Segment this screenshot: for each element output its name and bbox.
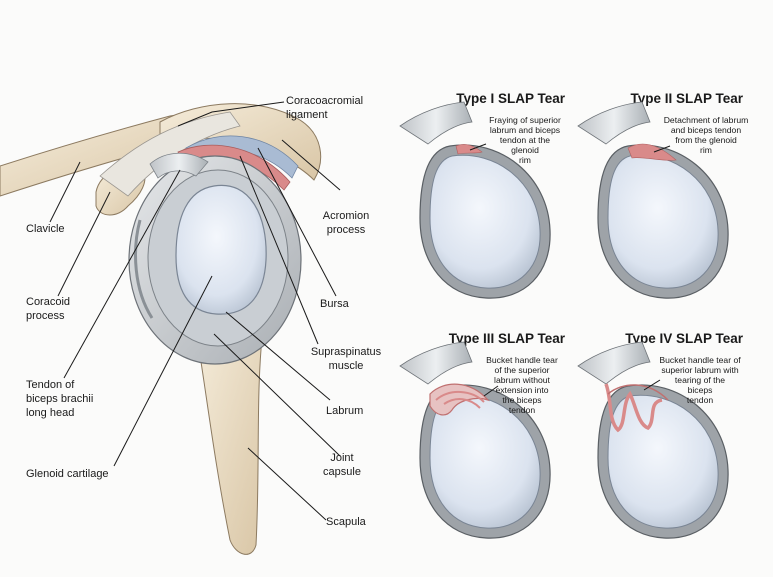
split-tendon-tear	[604, 383, 663, 433]
label-line: Tendon of	[26, 379, 75, 391]
label-scapula: Scapula	[326, 516, 367, 528]
label-line: tendon	[509, 405, 536, 415]
label-coracoid: Coracoid process	[26, 296, 70, 322]
glenoid-surface	[607, 394, 719, 529]
label-line: Coracoacromial	[286, 95, 363, 107]
leader-clavicle	[49, 161, 81, 223]
label-line: superior labrum with	[661, 365, 739, 375]
tear-lesion	[607, 384, 669, 401]
label-line: Acromion	[323, 210, 369, 222]
leader-glenoid	[113, 275, 213, 467]
tear-leader	[653, 145, 671, 153]
label-line: glenoid	[511, 145, 539, 155]
biceps-tendon	[577, 101, 651, 145]
label-glenoid: Glenoid cartilage	[26, 468, 109, 480]
label-line: process	[327, 224, 366, 236]
tear-leader	[469, 143, 487, 151]
tear-lesion	[455, 144, 483, 155]
label-line: Coracoid	[26, 296, 70, 308]
label-line: biceps	[688, 385, 713, 395]
leader-supraspinatus	[239, 155, 319, 345]
label-biceps: Tendon of biceps brachii long head	[26, 379, 93, 419]
label-line: extension into	[495, 385, 548, 395]
label-line: Fraying of superior	[489, 115, 561, 125]
leader-biceps	[63, 169, 181, 379]
glenoid-surface	[429, 394, 541, 529]
label-line: Clavicle	[26, 223, 65, 235]
biceps-tendon	[399, 101, 473, 145]
label-line: capsule	[323, 466, 361, 478]
label-line: and biceps tendon	[671, 125, 741, 135]
tear-title: Type I SLAP Tear	[456, 91, 566, 106]
label-line: ligament	[286, 109, 328, 121]
label-line: Joint	[330, 452, 353, 464]
label-line: Bucket handle tear of	[659, 355, 741, 365]
tear-leader	[643, 379, 661, 391]
label-line: Scapula	[326, 516, 367, 528]
label-line: process	[26, 310, 65, 322]
label-line: muscle	[329, 360, 364, 372]
biceps-tendon-shape	[149, 152, 209, 179]
label-line: Detachment of labrum	[664, 115, 749, 125]
leader-labrum	[225, 311, 331, 401]
label-line: labrum without	[494, 375, 550, 385]
capsule-fold	[134, 219, 154, 319]
label-line: tendon at the	[500, 135, 550, 145]
tear-lesion	[435, 391, 485, 409]
tear-leader	[483, 385, 499, 397]
leader-coracoid	[57, 191, 111, 297]
tear-lesion	[627, 143, 677, 161]
label-acromion: Acromion process	[323, 210, 369, 236]
label-line: long head	[26, 407, 74, 419]
label-line: Bursa	[320, 298, 350, 310]
leader-acromion	[281, 139, 341, 191]
label-line: Labrum	[326, 405, 363, 417]
leader-joint-capsule	[213, 333, 341, 457]
leader-scapula	[247, 447, 327, 521]
tear-title: Type II SLAP Tear	[630, 91, 743, 106]
glenoid-surface	[607, 154, 719, 289]
label-line: Bucket handle tear	[486, 355, 558, 365]
leader-lines	[49, 101, 341, 521]
label-line: from the glenoid	[675, 135, 737, 145]
label-line: tearing of the	[675, 375, 725, 385]
label-line: Supraspinatus	[311, 346, 382, 358]
anatomy-labels: Coracoacromial ligament Clavicle Acromion…	[26, 95, 382, 528]
label-line: tendon	[687, 395, 714, 405]
glenoid-surface	[429, 154, 541, 289]
leader-coracoacromial	[177, 101, 285, 127]
tear-title: Type III SLAP Tear	[449, 331, 566, 346]
label-line: biceps brachii	[26, 393, 93, 405]
scapula-shape	[195, 329, 263, 555]
label-line: rim	[519, 155, 531, 165]
biceps-tendon	[399, 341, 473, 385]
tear-title: Type IV SLAP Tear	[625, 331, 744, 346]
label-coracoacromial: Coracoacromial ligament	[286, 95, 363, 121]
label-labrum: Labrum	[326, 405, 363, 417]
label-line: Glenoid cartilage	[26, 468, 109, 480]
label-line: labrum and biceps	[490, 125, 560, 135]
label-bursa: Bursa	[320, 298, 350, 310]
label-supraspinatus: Supraspinatus muscle	[311, 346, 382, 372]
leader-bursa	[257, 147, 337, 297]
glenoid-cartilage-shape	[175, 184, 267, 315]
label-line: the biceps	[502, 395, 541, 405]
label-joint-capsule: Joint capsule	[323, 452, 361, 478]
shoulder-anatomy	[0, 103, 322, 555]
label-clavicle: Clavicle	[26, 223, 65, 235]
label-line: of the superior	[495, 365, 550, 375]
biceps-tendon	[577, 341, 651, 385]
label-line: rim	[700, 145, 712, 155]
